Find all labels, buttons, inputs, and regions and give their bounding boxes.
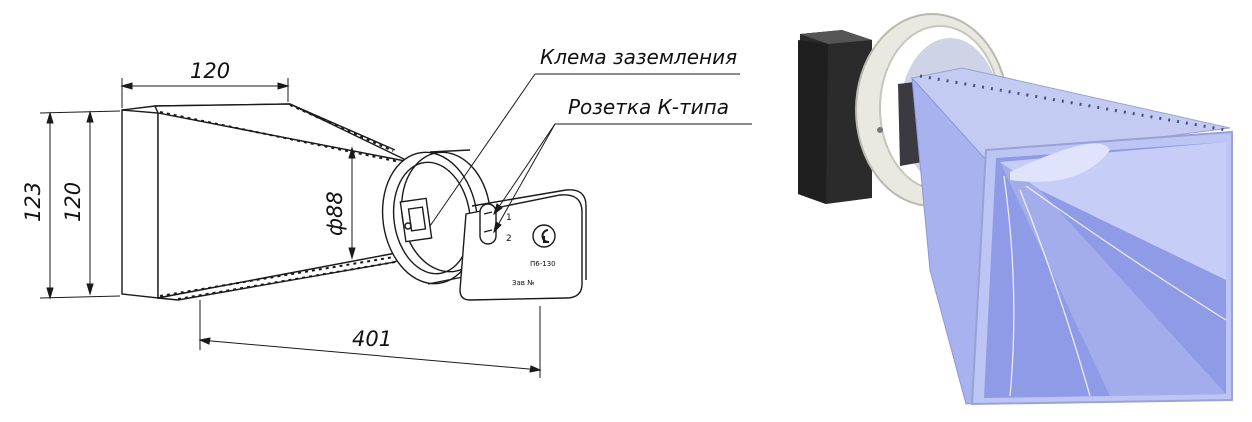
dim-width-top-value: 120 [190, 59, 230, 83]
flange-ring [381, 149, 492, 285]
model-label: П6-130 [530, 260, 556, 268]
dim-height-outer [39, 110, 121, 300]
dim-height-inner-value: 120 [61, 182, 85, 222]
dim-height-outer-value: 123 [21, 182, 45, 222]
serial-label: Зав № [512, 279, 534, 287]
render-interior-mid [1000, 162, 1226, 396]
ground-terminal-label: Клема заземления [540, 45, 737, 69]
connector-box [798, 30, 872, 204]
antenna-render [798, 13, 1233, 406]
dim-height-inner [86, 110, 94, 296]
horn-body [153, 103, 413, 301]
dim-length-value: 401 [352, 327, 392, 351]
callout-leaders [429, 73, 752, 234]
dim-diameter [348, 146, 356, 260]
render-interior-arc [1010, 143, 1110, 182]
technical-drawing: 1 2 П6-130 Зав № 120 123 120 [21, 45, 752, 378]
k-socket-label: Розетка К-типа [568, 95, 729, 119]
contact-1-label: 1 [506, 213, 512, 223]
dim-length [198, 300, 542, 378]
dim-width-top [120, 78, 290, 108]
contact-2-label: 2 [506, 234, 512, 244]
render-ridges [1003, 175, 1227, 397]
dim-diameter-value: ф88 [323, 191, 347, 236]
socket-plate [459, 189, 587, 301]
